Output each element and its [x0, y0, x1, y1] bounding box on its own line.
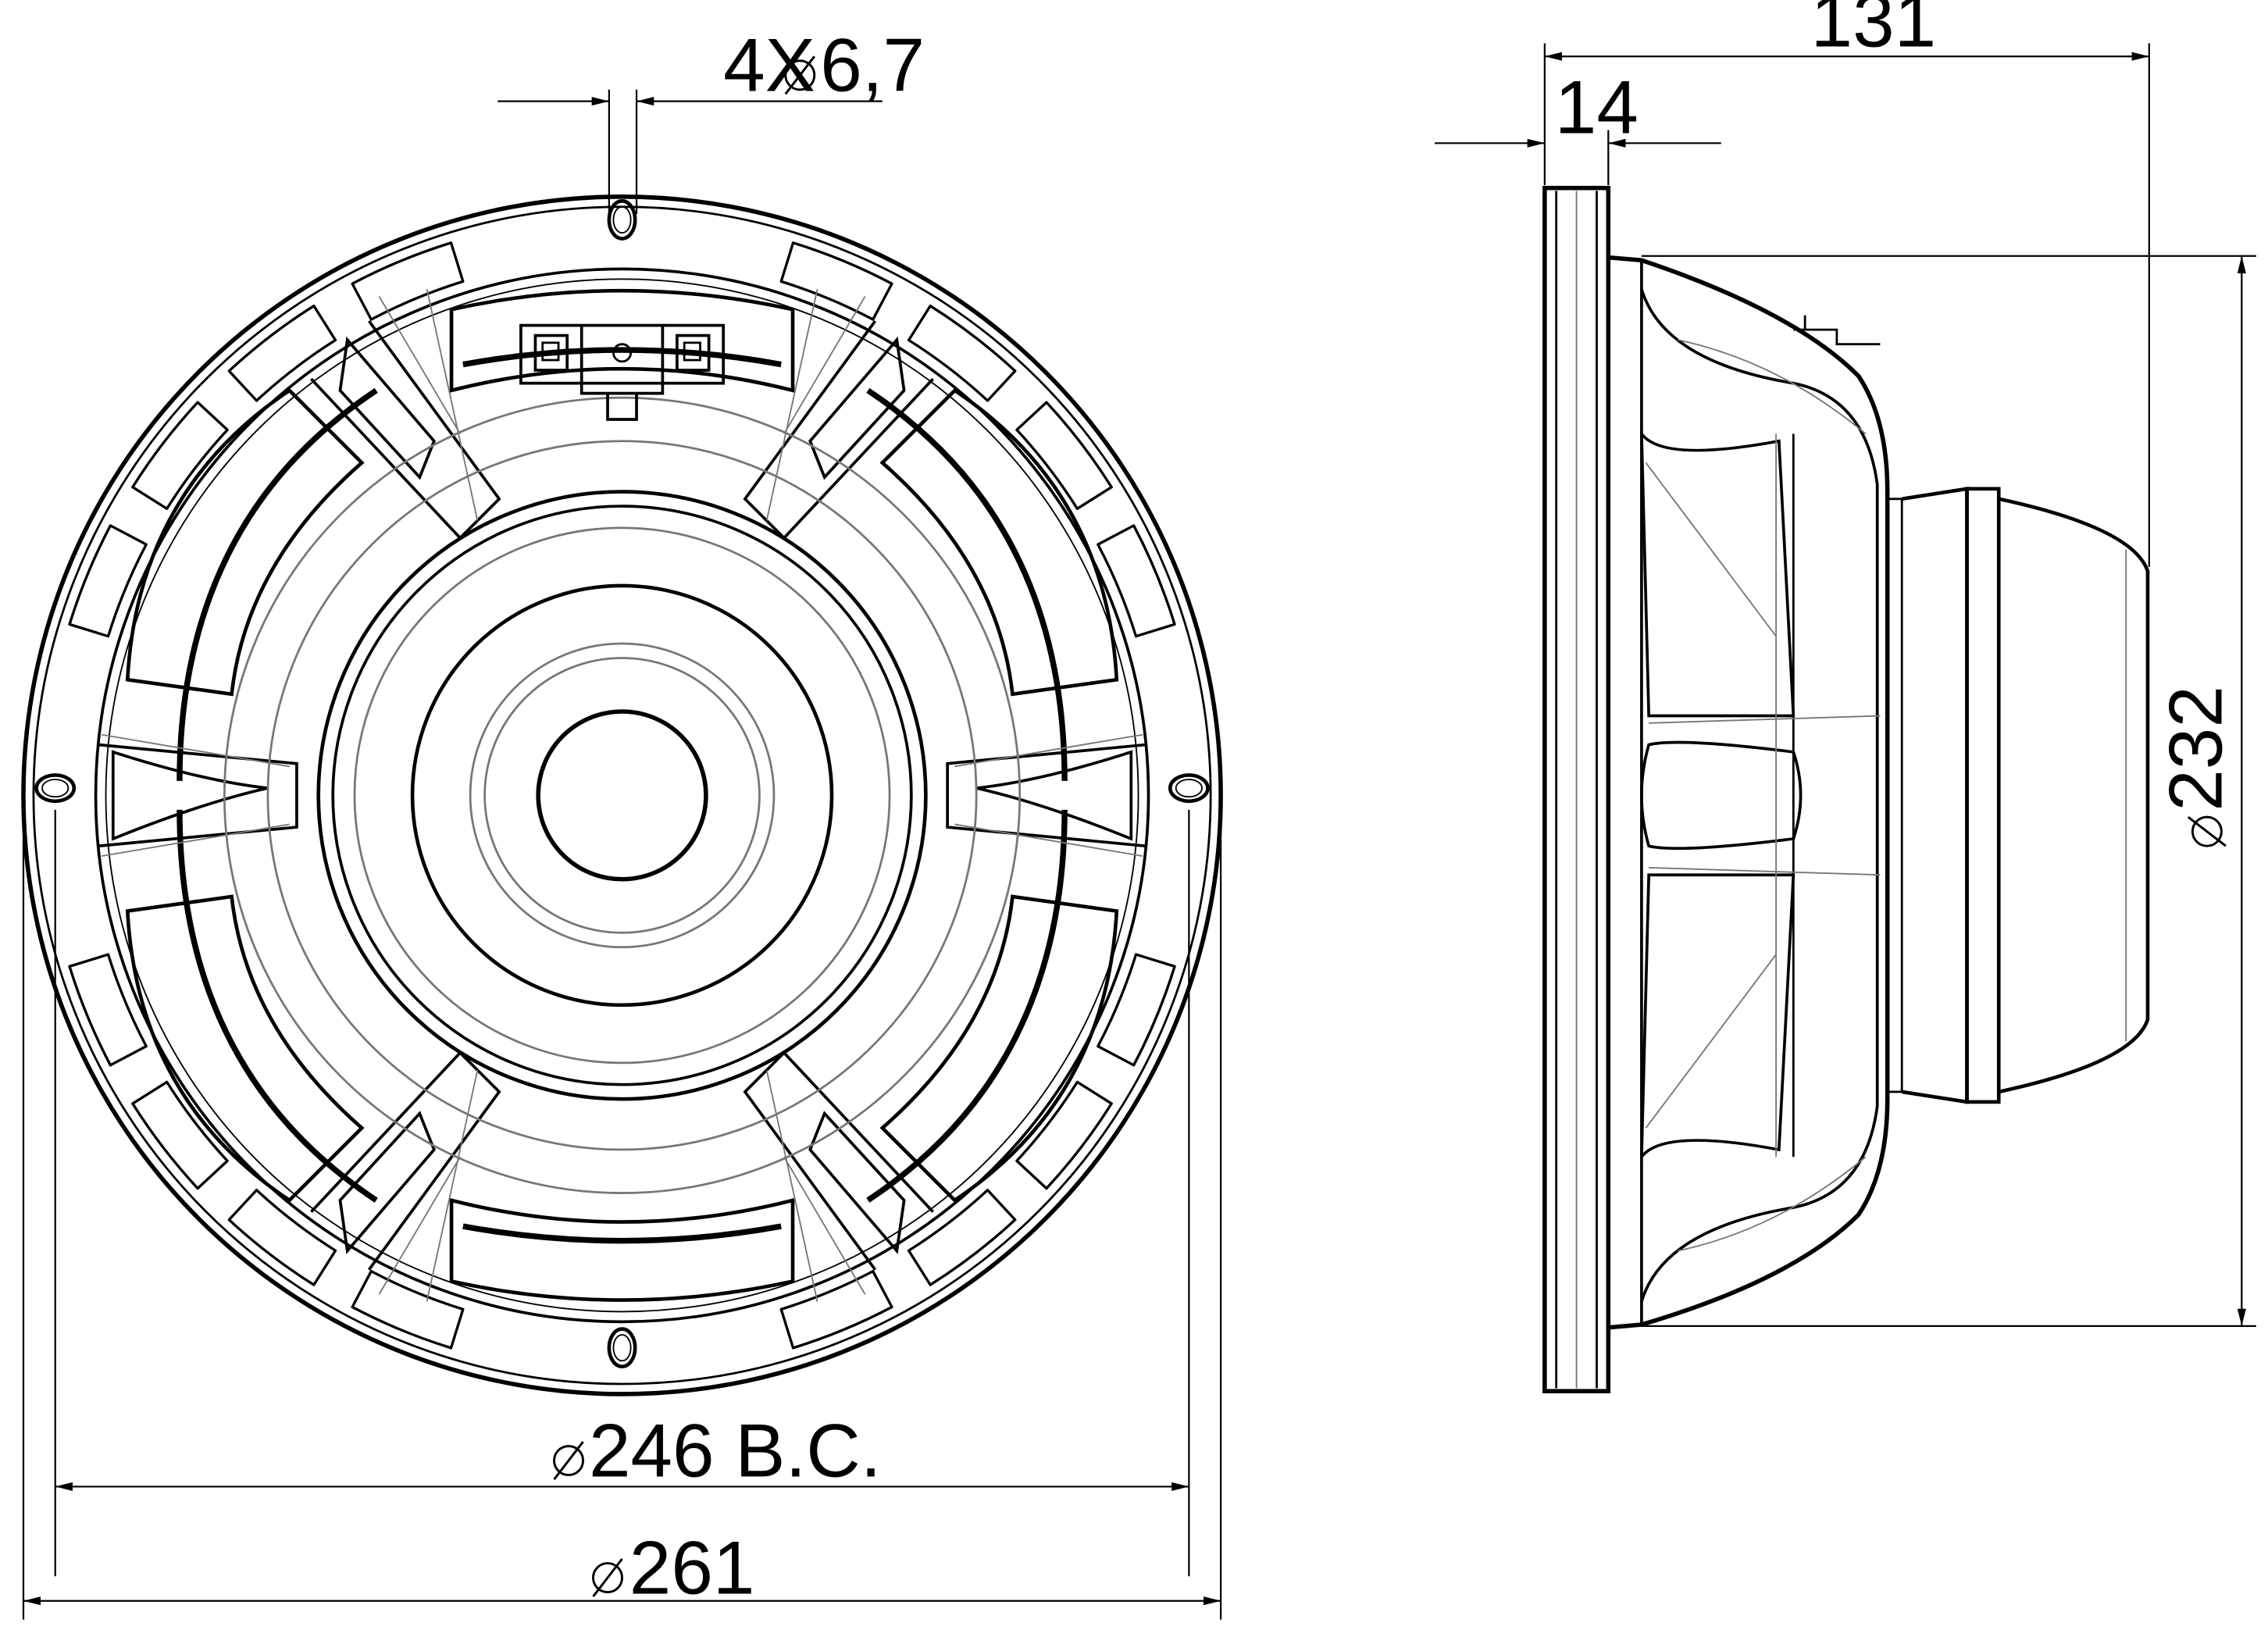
flange-thickness-value: 14	[1555, 66, 1639, 149]
frame-slot	[907, 304, 1017, 402]
outer-frame	[21, 194, 1223, 1396]
basket-spokes	[98, 289, 1146, 1302]
flange-profile	[1542, 185, 1611, 1394]
hole-callout-count: 4X	[723, 24, 815, 108]
outer-diameter-dimension: 261	[23, 1526, 1221, 1610]
frame-slot	[227, 1189, 337, 1286]
basket-windows	[125, 288, 1119, 1302]
frame-slot	[351, 1269, 465, 1350]
magnet-profile	[1886, 487, 2150, 1104]
basket-diameter-dimension: 232	[1641, 255, 2256, 1328]
frame-slot	[1097, 953, 1176, 1067]
flange-thickness-dimension: 14	[1435, 66, 1721, 186]
diameter-symbol	[784, 55, 816, 95]
motor-hub	[223, 396, 1022, 1194]
hole-callout: 4X 6,7	[497, 24, 925, 215]
bolt-circle-value: 246 B.C.	[589, 1409, 882, 1493]
basket-diameter-value: 232	[2154, 686, 2238, 811]
outer-diameter-value: 261	[629, 1526, 755, 1610]
frame-slot	[779, 1269, 893, 1350]
side-view: 131 14 232	[1435, 0, 2256, 1394]
frame-slot	[1015, 1080, 1113, 1190]
diameter-symbol	[592, 1558, 624, 1598]
frame-slot	[131, 401, 229, 511]
frame-slot	[1015, 401, 1113, 511]
front-view: 4X 6,7 246 B.C.	[21, 24, 1223, 1620]
frame-slot	[907, 1189, 1017, 1286]
basket-profile	[1608, 255, 1890, 1330]
frame-slot	[1097, 524, 1176, 638]
frame-slot	[68, 953, 148, 1067]
bolt-circle-dimension: 246 B.C.	[55, 1409, 1189, 1493]
frame-slot	[351, 241, 465, 321]
diameter-symbol	[553, 1441, 585, 1481]
frame-slot	[68, 524, 148, 638]
diameter-symbol	[2187, 815, 2227, 847]
terminal-block	[519, 323, 725, 421]
hole-diameter-value: 6,7	[820, 24, 925, 108]
front-extension-lines	[22, 795, 1222, 1620]
frame-slot	[779, 241, 893, 321]
frame-slot	[227, 304, 337, 402]
depth-dimension: 131	[1543, 0, 2150, 567]
depth-value: 131	[1811, 0, 1937, 62]
frame-slot	[131, 1080, 229, 1190]
mounting-holes	[34, 199, 1210, 1369]
frame-slots	[68, 241, 1176, 1350]
